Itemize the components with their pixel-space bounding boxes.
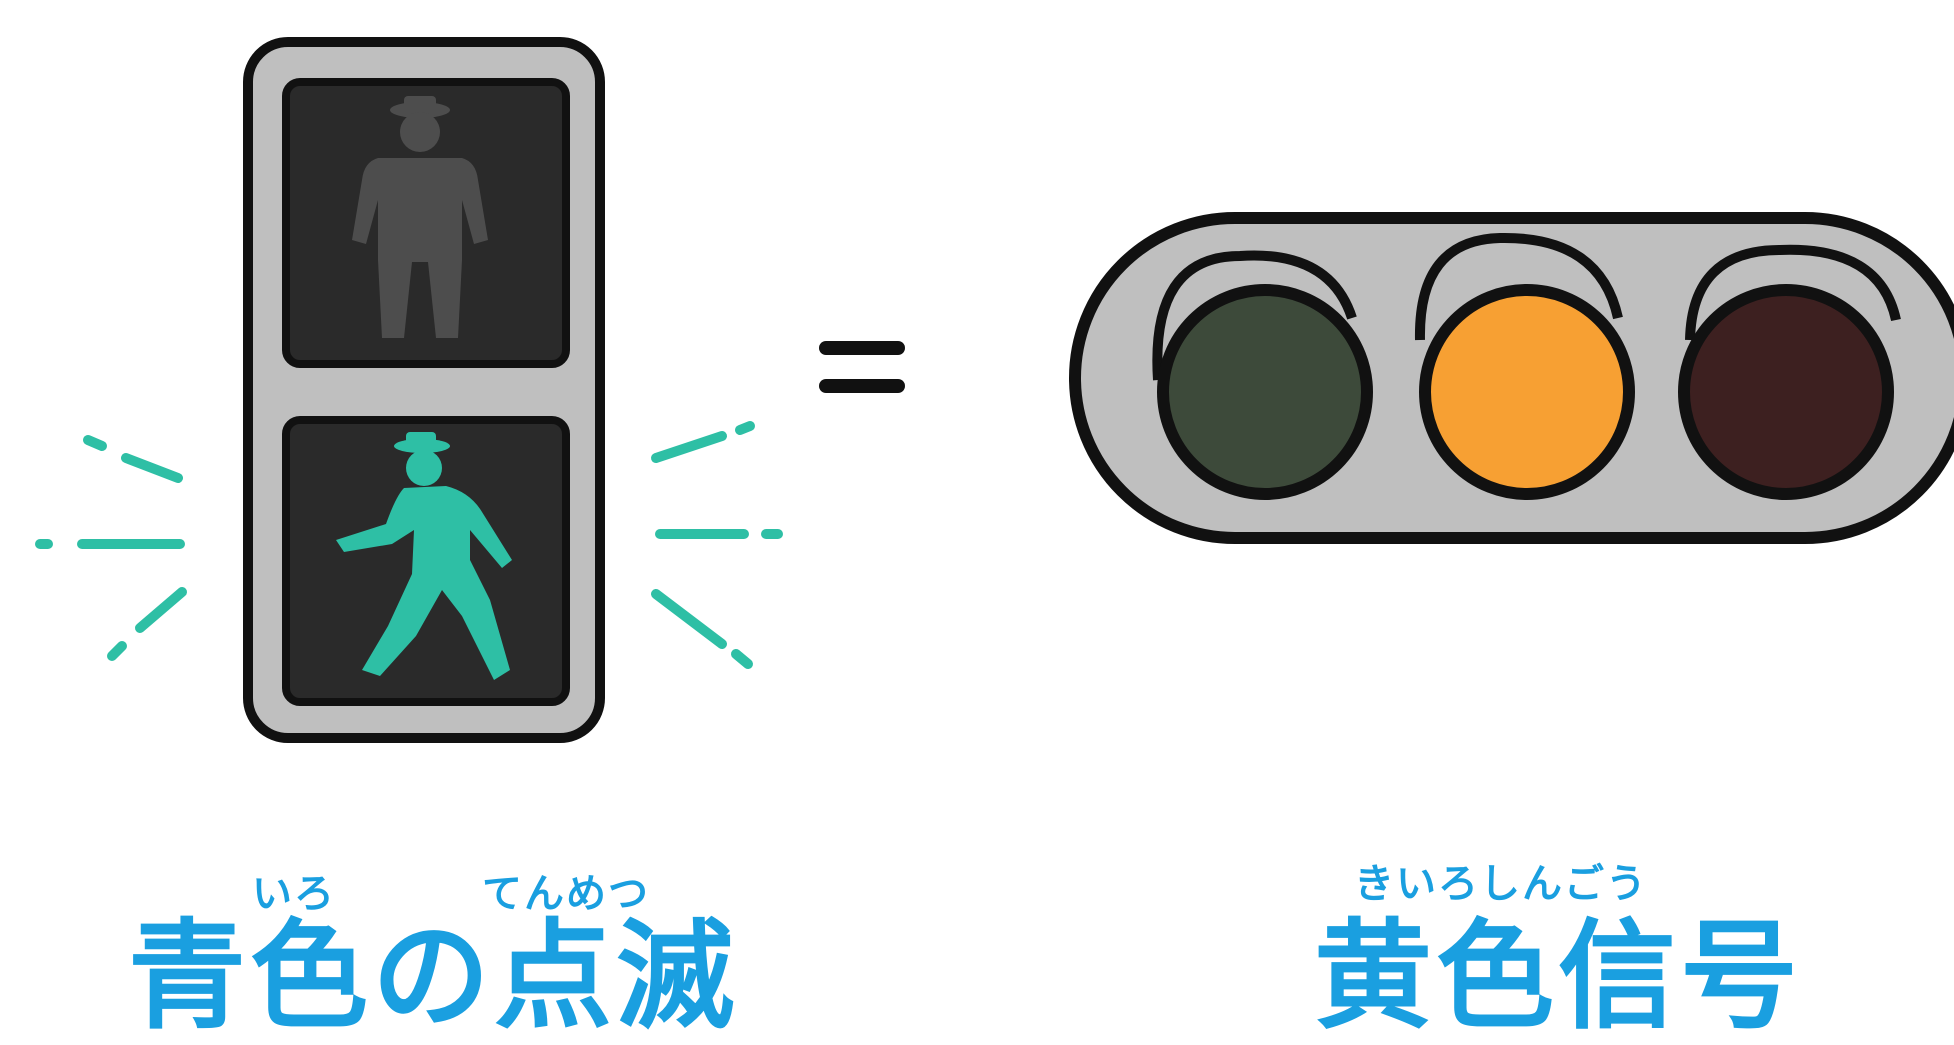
walking-person-icon: [336, 432, 512, 680]
standing-person-icon: [352, 96, 488, 338]
left-caption-ruby-tenmetsu: てんめつ: [482, 871, 650, 917]
traffic-light-icon: [1069, 212, 1954, 544]
equals-sign: [819, 341, 905, 393]
blink-rays-left: [35, 435, 187, 661]
right-caption-ruby: きいろしんごう: [1354, 861, 1648, 907]
yellow-lamp-on: [1419, 284, 1635, 500]
red-lamp-off: [1678, 284, 1894, 500]
left-caption-text: 青色の点滅: [128, 907, 739, 1045]
blink-rays-right: [651, 421, 783, 669]
right-caption-text: 黄色信号: [1314, 907, 1803, 1045]
pedestrian-signal-icon: [243, 37, 605, 743]
green-lamp-off: [1157, 284, 1373, 500]
left-caption-ruby-iro: いろ: [252, 871, 336, 917]
